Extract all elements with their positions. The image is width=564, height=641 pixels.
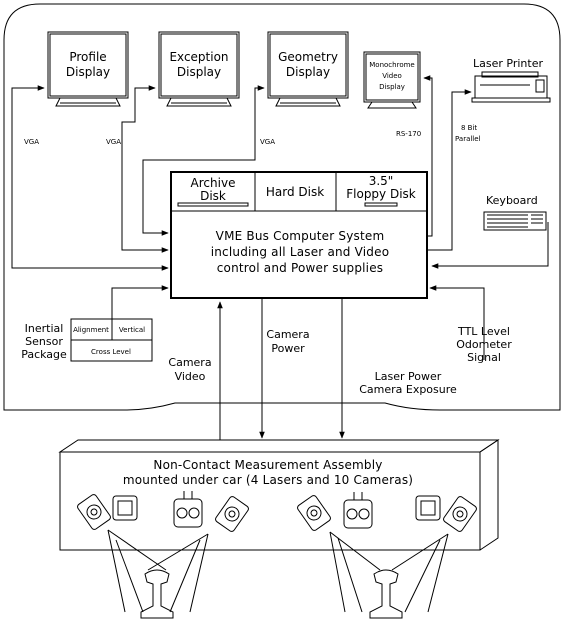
camera-power-line: Camera Power [259,298,310,439]
inertial-label-1: Inertial [25,322,64,335]
profile-display-line2: Display [66,65,110,79]
measurement-assembly: Non-Contact Measurement Assembly mounted… [58,439,500,551]
exception-display-line1: Exception [169,50,228,64]
vga-label-2: VGA [106,138,121,146]
archive-disk-line1: Archive [191,176,236,190]
vertical-label: Vertical [119,326,145,334]
ttl-label-3: Signal [467,351,501,364]
floppy-disk-line2: Floppy Disk [346,187,416,201]
camera-video-label-2: Video [175,370,206,383]
computer-line3: control and Power supplies [217,261,384,275]
inertial-label-2: Sensor [25,335,63,348]
floppy-disk-line1: 3.5" [369,174,394,188]
rail-right [369,569,403,619]
geometry-display-monitor: Geometry Display [267,31,349,107]
vga-label-3: VGA [260,138,275,146]
cross-level-label: Cross Level [91,348,131,356]
profile-display-monitor: Profile Display [47,31,129,107]
computer-line2: including all Laser and Video [211,245,390,259]
vme-computer: Archive Disk Hard Disk 3.5" Floppy Disk … [170,171,428,299]
profile-display-line1: Profile [69,50,106,64]
laser-power-label-2: Camera Exposure [359,383,457,396]
laser-power-line: Laser Power Camera Exposure [339,298,457,439]
exception-display-line2: Display [177,65,221,79]
camera-head-3 [215,496,249,532]
assembly-line1: Non-Contact Measurement Assembly [153,458,382,472]
camera-head-5 [343,492,373,529]
inertial-label-3: Package [21,348,67,361]
camera-video-line: Camera Video [168,301,223,440]
laser-printer-label: Laser Printer [473,57,543,70]
alignment-label: Alignment [73,326,109,334]
exception-display-monitor: Exception Display [158,31,240,107]
camera-head-4 [297,495,331,531]
camera-head-2 [173,491,203,528]
camera-head-6 [443,496,477,532]
mono-display-line3: Display [379,83,405,91]
hard-disk-label: Hard Disk [266,185,324,199]
keyboard-label: Keyboard [486,194,538,207]
sight-lines-right [329,531,449,613]
vga-line-exception: VGA [106,85,169,253]
laser-printer: Laser Printer [471,57,551,103]
laser-head-2 [415,495,441,521]
geometry-display-line2: Display [286,65,330,79]
laser-power-label-1: Laser Power [375,370,442,383]
mono-display-line1: Monochrome [369,61,414,69]
rs170-label: RS-170 [396,130,421,138]
parallel-label-1: 8 Bit [461,124,477,132]
vga-line-geometry: VGA [142,85,275,236]
parallel-line: 8 Bit Parallel [428,89,481,251]
archive-disk-line2: Disk [200,189,226,203]
keyboard-line [431,222,549,269]
camera-head-1 [77,494,111,530]
ttl-odometer-signal: TTL Level Odometer Signal [429,285,512,364]
vga-line-profile: VGA [11,85,169,271]
keyboard: Keyboard [483,194,547,231]
mono-display-line2: Video [382,72,402,80]
parallel-label-2: Parallel [455,135,481,143]
computer-line1: VME Bus Computer System [216,229,385,243]
sight-lines-left [107,529,209,613]
geometry-display-line1: Geometry [278,50,338,64]
inertial-sensor-package: Inertial Sensor Package Alignment Vertic… [21,285,169,362]
car-body-outline [3,3,561,411]
rs170-line: RS-170 [396,75,433,237]
vga-label-1: VGA [24,138,39,146]
laser-head-1 [112,495,138,521]
ttl-label-1: TTL Level [457,325,510,338]
assembly-line2: mounted under car (4 Lasers and 10 Camer… [123,473,413,487]
camera-power-label-2: Power [271,342,305,355]
camera-power-label-1: Camera [266,328,309,341]
ttl-label-2: Odometer [456,338,512,351]
monochrome-display-monitor: Monochrome Video Display [363,51,421,109]
camera-video-label-1: Camera [168,356,211,369]
rail-left [140,569,174,619]
